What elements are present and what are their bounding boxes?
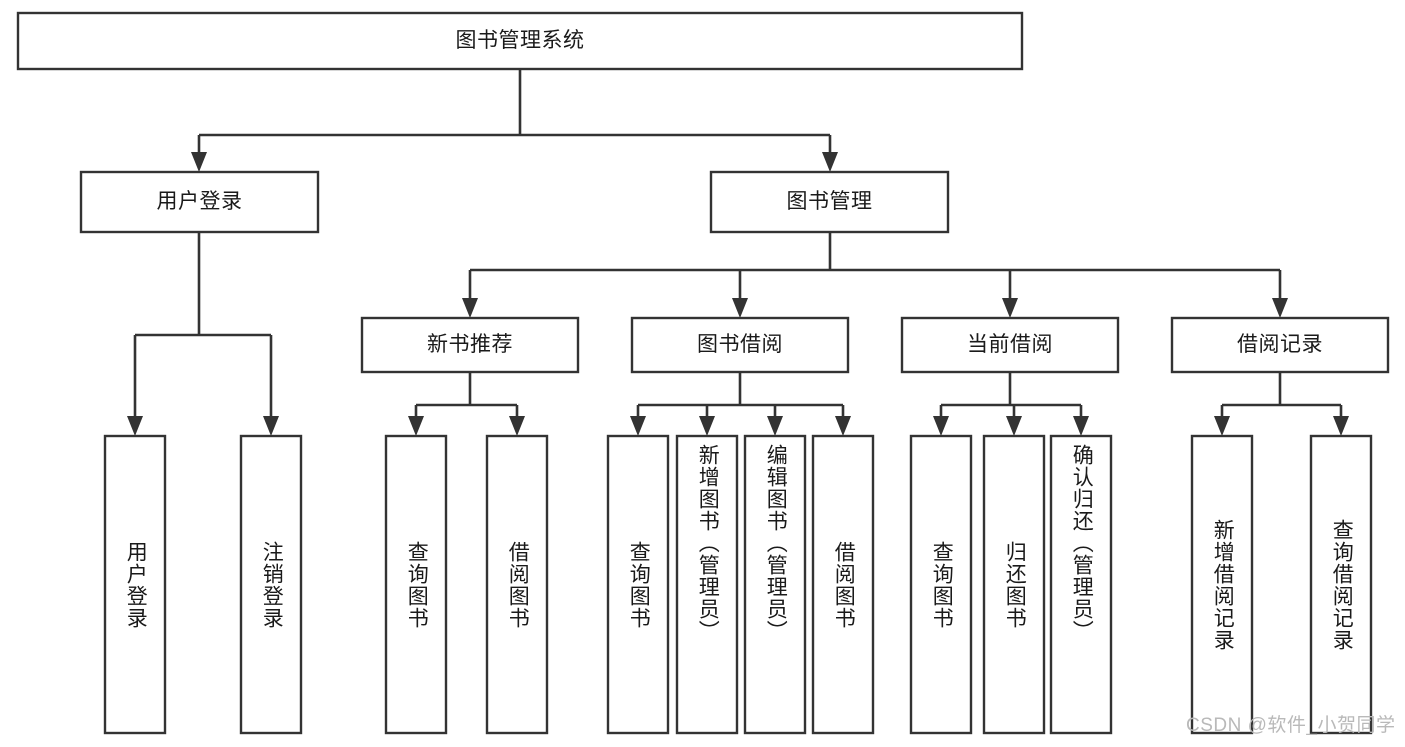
arrow-to-leaf-add-borrow-record [1214,416,1230,436]
arrow-to-leaf-edit-book-admin [767,416,783,436]
connector-group-user-login [127,232,279,436]
arrow-to-leaf-borrow-book-rec [509,416,525,436]
arrow-to-leaf-query-book-rec [408,416,424,436]
arrow-to-leaf-query-borrow-record [1333,416,1349,436]
node-box-root[interactable] [16,11,1024,71]
arrow-to-book-manage [822,152,838,172]
connector-group-current-borrow [933,372,1089,436]
node-box-leaf-user-login[interactable] [103,434,167,735]
node-box-leaf-borrow-book[interactable] [811,434,875,735]
node-box-borrow-record[interactable] [1170,316,1390,374]
node-box-leaf-logout-login[interactable] [239,434,303,735]
arrow-to-new-book-recommend [462,298,478,318]
connector-group-new-book-recommend [408,372,525,436]
node-box-user-login[interactable] [79,170,320,234]
arrow-to-book-borrow [732,298,748,318]
arrow-to-leaf-confirm-return-admin [1073,416,1089,436]
arrow-to-leaf-add-book-admin [699,416,715,436]
arrow-to-leaf-return-book [1006,416,1022,436]
arrow-to-leaf-user-login [127,416,143,436]
node-box-leaf-borrow-book-rec[interactable] [485,434,549,735]
node-box-book-borrow[interactable] [630,316,850,374]
node-box-leaf-return-book[interactable] [982,434,1046,735]
arrow-to-leaf-borrow-book [835,416,851,436]
connector-group-root [191,69,838,172]
node-box-new-book-recommend[interactable] [360,316,580,374]
node-box-leaf-add-book-admin[interactable] [675,434,739,735]
connector-group-book-borrow [630,372,851,436]
arrow-to-leaf-query-book-current [933,416,949,436]
node-box-leaf-confirm-return-admin[interactable] [1049,434,1113,735]
node-box-leaf-query-book-rec[interactable] [384,434,448,735]
connector-group-borrow-record [1214,372,1349,436]
node-box-leaf-query-borrow-record[interactable] [1309,434,1373,735]
node-box-leaf-add-borrow-record[interactable] [1190,434,1254,735]
node-box-leaf-query-book-borrow[interactable] [606,434,670,735]
connector-group-book-manage [462,232,1288,318]
arrow-to-leaf-logout-login [263,416,279,436]
arrow-to-borrow-record [1272,298,1288,318]
node-box-leaf-edit-book-admin[interactable] [743,434,807,735]
node-box-current-borrow[interactable] [900,316,1120,374]
arrow-to-leaf-query-book-borrow [630,416,646,436]
arrow-to-user-login [191,152,207,172]
node-box-book-manage[interactable] [709,170,950,234]
arrow-to-current-borrow [1002,298,1018,318]
node-box-leaf-query-book-current[interactable] [909,434,973,735]
